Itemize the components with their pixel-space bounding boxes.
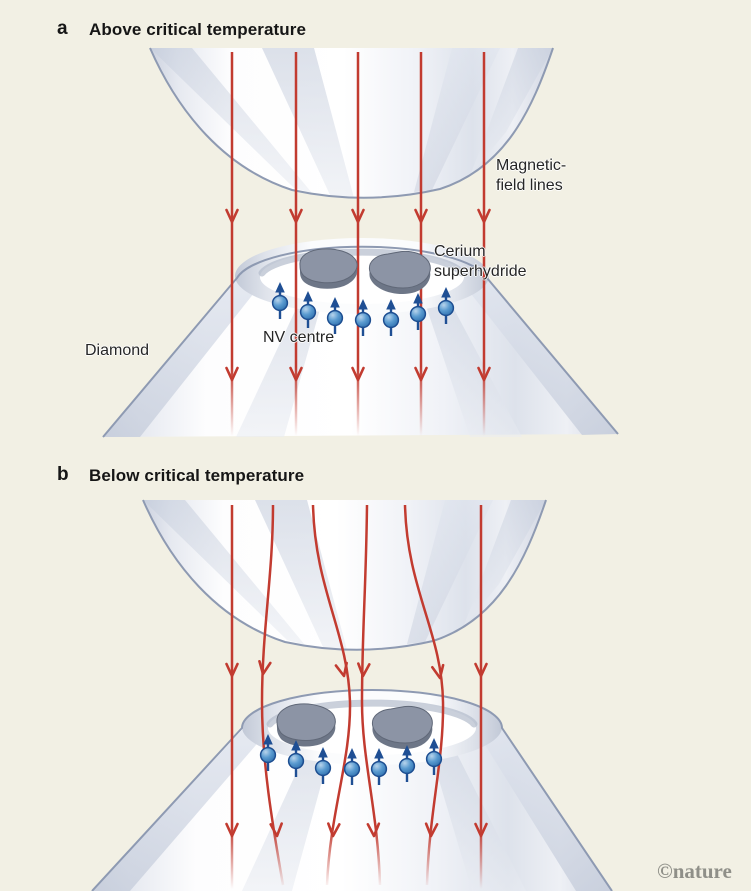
diamond-anvil-bottom-a bbox=[102, 238, 619, 438]
field-line bbox=[360, 504, 382, 886]
field-line bbox=[311, 504, 352, 886]
field-lines-b bbox=[230, 504, 483, 889]
diamond-label: Diamond bbox=[85, 342, 150, 359]
diamond-anvil-top-b bbox=[142, 499, 547, 651]
magnetic-field-lines-label: Magnetic-field lines bbox=[496, 157, 567, 194]
sample-blob bbox=[368, 250, 431, 289]
field-line bbox=[403, 504, 445, 886]
diamond-anvil-bottom-b bbox=[91, 689, 613, 891]
field-lines-a bbox=[230, 52, 486, 436]
nv-centre-label: NV centre bbox=[263, 329, 335, 346]
panel-a-title: Above critical temperature bbox=[89, 20, 307, 39]
cerium-superhydride-label: Cerium superhydride bbox=[434, 243, 527, 280]
sample-blob bbox=[276, 703, 336, 741]
panel-b-title: Below critical temperature bbox=[89, 466, 305, 485]
sample-blobs-a bbox=[299, 248, 431, 294]
sample-blob bbox=[371, 705, 433, 744]
sample-blob bbox=[299, 248, 358, 284]
sample-blobs-b bbox=[276, 703, 433, 749]
nature-credit: ©nature bbox=[657, 859, 732, 883]
panel-b-art bbox=[91, 499, 613, 891]
panel-b-label: b bbox=[57, 464, 69, 485]
panel-a-art bbox=[102, 47, 619, 438]
field-line bbox=[260, 504, 285, 886]
diamond-anvil-top-a bbox=[149, 47, 554, 199]
panel-a-label: a bbox=[57, 18, 68, 39]
